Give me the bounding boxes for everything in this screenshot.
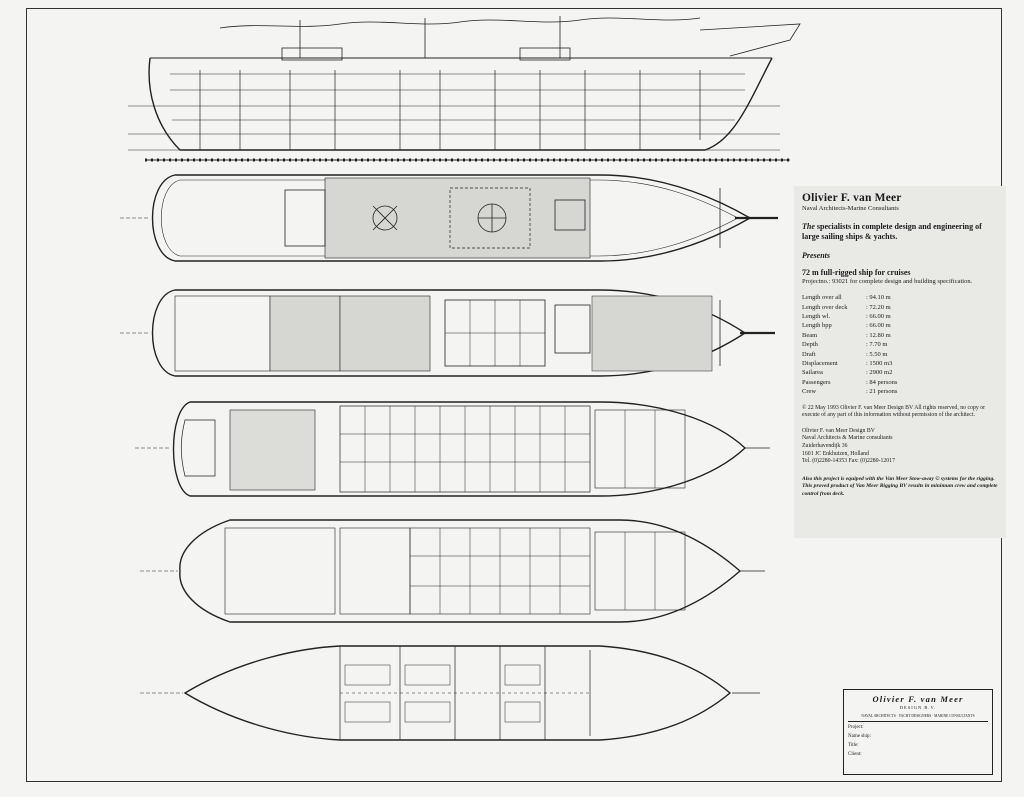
spec-table: Length over all : 94.10 m Length over dec… [802, 293, 998, 396]
spec-key: Length over all [802, 294, 842, 302]
presents-label: Presents [802, 251, 830, 261]
spec-key: Crew [802, 388, 817, 396]
spec-row: Length wl. : 66.00 m [802, 312, 998, 321]
title-block: Olivier F. van Meer DESIGN B.V. NAVAL AR… [843, 689, 993, 775]
spec-value: : 1500 m3 [866, 360, 893, 368]
lower-deck-plan [140, 519, 765, 623]
main-deck-plan [120, 174, 778, 262]
spec-key: Length over deck [802, 303, 848, 311]
spec-row: Draft : 5.50 m [802, 350, 998, 359]
address-line: Olivier F. van Meer Design BV [802, 427, 875, 434]
spec-value: : 94.10 m [866, 294, 891, 302]
title-block-design: DESIGN B.V. [899, 705, 937, 710]
spec-value: : 12.80 m [866, 331, 891, 339]
spec-value: : 84 persons [866, 378, 898, 386]
title-block-firm: Olivier F. van Meer [872, 694, 964, 704]
spec-key: Displacement [802, 360, 838, 368]
accommodation-deck-plan [135, 401, 770, 497]
title-block-subline: NAVAL ARCHITECTS · YACHT DESIGNERS · MAR… [848, 714, 988, 722]
title-block-field-title: Title: [848, 743, 859, 748]
info-panel: Olivier F. van Meer Naval Architects-Mar… [794, 186, 1006, 538]
spec-value: : 5.50 m [866, 350, 888, 358]
spec-key: Length wl. [802, 313, 831, 320]
address-line: Tel. (0)2280-14353 Fax: (0)2280-12017 [802, 458, 895, 465]
spec-value: : 7.70 m [866, 341, 888, 349]
address-line: Naval Architects & Marine consultants [802, 435, 893, 442]
address-line: Zuiderhavendijk 36 [802, 443, 848, 450]
copyright-notice: © 22 May 1993 Olivier F. van Meer Design… [802, 404, 986, 419]
spec-key: Passengers [802, 378, 831, 386]
spec-key: Beam [802, 331, 818, 339]
spec-row: Passengers : 84 persons [802, 378, 998, 387]
project-number: Projectno.: 93021 for complete design an… [802, 278, 973, 286]
title-block-field-client: Client: [848, 752, 862, 757]
rigging-note: Also this project is equiped with the Va… [802, 475, 998, 497]
firm-tagline: The specialists in complete design and e… [802, 222, 998, 241]
spec-row: Length over deck : 72.20 m [802, 303, 998, 312]
upper-deck-plan [120, 289, 775, 377]
firm-name: Olivier F. van Meer [802, 192, 902, 204]
spec-value: : 2900 m2 [866, 369, 893, 377]
title-block-field-project: Project: [848, 725, 864, 730]
firm-subtitle: Naval Architects-Marine Consultants [802, 205, 899, 212]
spec-key: Length bpp [802, 322, 832, 330]
spec-row: Sailarea : 2900 m2 [802, 368, 998, 377]
spec-row: Beam : 12.80 m [802, 331, 998, 340]
tagline-emphasis: The [802, 222, 815, 231]
profile-section [128, 16, 801, 162]
spec-key: Sailarea [802, 369, 823, 377]
spec-value: : 21 persons [866, 388, 898, 396]
spec-value: : 72.20 m [866, 303, 891, 311]
spec-key: Depth [802, 341, 818, 349]
tagline-text: specialists in complete design and engin… [802, 222, 982, 241]
spec-row: Length bpp : 66.00 m [802, 321, 998, 330]
firm-address: Olivier F. van Meer Design BV Naval Arch… [802, 428, 998, 466]
project-title: 72 m full-rigged ship for cruises [802, 268, 911, 278]
title-block-field-name-ship: Name ship: [848, 734, 871, 739]
spec-value: : 66.00 m [866, 322, 891, 330]
spec-key: Draft [802, 350, 816, 358]
spec-row: Displacement : 1500 m3 [802, 359, 998, 368]
spec-row: Depth : 7.70 m [802, 340, 998, 349]
spec-row: Crew : 21 persons [802, 387, 998, 396]
spec-row: Length over all : 94.10 m [802, 293, 998, 302]
spec-value: : 66.00 m [866, 313, 891, 320]
address-line: 1601 JC Enkhuizen, Holland [802, 450, 869, 457]
tank-deck-plan [140, 645, 760, 741]
